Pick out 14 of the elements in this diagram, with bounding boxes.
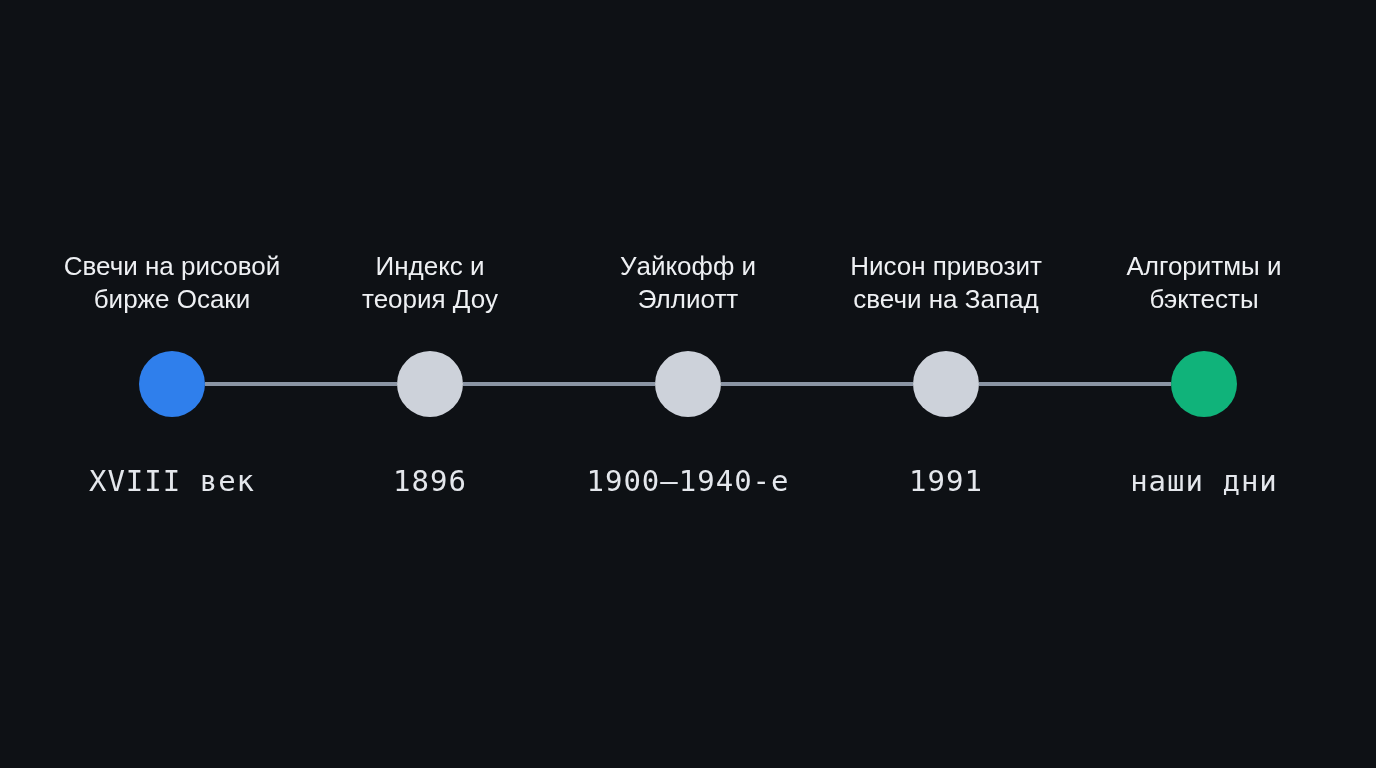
milestone-title: Индекс и теория Доу (361, 250, 499, 316)
connector-line (721, 382, 913, 386)
milestone-title: Уайкофф и Эллиотт (618, 250, 758, 316)
connector-line (979, 382, 1171, 386)
milestone-date: 1900–1940-е (585, 463, 791, 499)
connector-line (463, 382, 655, 386)
milestone-date: XVIII век (87, 463, 257, 499)
milestone-date: 1991 (908, 463, 984, 499)
milestone-date: 1896 (392, 463, 468, 499)
connector-line (205, 382, 397, 386)
milestone-title: Нисон привозит свечи на Запад (849, 250, 1043, 316)
milestone-title: Алгоритмы и бэктесты (1125, 250, 1283, 316)
milestone-title: Свечи на рисовой бирже Осаки (62, 250, 282, 316)
milestone-date: наши дни (1129, 463, 1279, 499)
